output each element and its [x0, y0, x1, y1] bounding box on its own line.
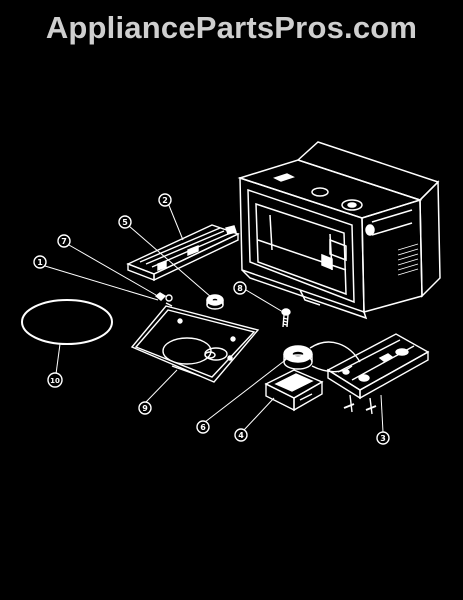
callout-4: 4 — [234, 428, 248, 442]
part-3-control-bracket — [326, 333, 430, 415]
callout-10-label: 10 — [50, 377, 60, 385]
main-cabinet — [237, 141, 441, 320]
callout-1-label: 1 — [37, 258, 43, 267]
leader-lines — [44, 202, 384, 433]
part-8-screw — [281, 308, 291, 328]
part-9-base-plate — [130, 305, 260, 383]
part-5-bushing — [206, 294, 224, 310]
callout-7: 7 — [57, 234, 71, 248]
callout-5: 5 — [118, 215, 132, 229]
callout-9-label: 9 — [142, 404, 148, 413]
part-6-motor — [283, 341, 361, 373]
callout-2-label: 2 — [162, 196, 168, 205]
callout-5-label: 5 — [122, 218, 128, 227]
callout-3: 3 — [376, 431, 390, 445]
callout-8: 8 — [233, 281, 247, 295]
callout-6-label: 6 — [200, 423, 206, 432]
callout-10: 10 — [47, 372, 63, 388]
callout-8-label: 8 — [237, 284, 243, 293]
callout-7-label: 7 — [61, 237, 67, 246]
callout-3-label: 3 — [380, 434, 386, 443]
part-10-ring — [21, 299, 113, 345]
part-2-bracket — [126, 224, 240, 282]
callout-1: 1 — [33, 255, 47, 269]
callout-2: 2 — [158, 193, 172, 207]
watermark-text: AppliancePartsPros.com — [45, 10, 418, 45]
callout-9: 9 — [138, 401, 152, 415]
part-7-clip — [154, 292, 173, 307]
callout-6: 6 — [196, 420, 210, 434]
callout-4-label: 4 — [238, 431, 244, 440]
part-4-relay-box — [264, 369, 324, 412]
